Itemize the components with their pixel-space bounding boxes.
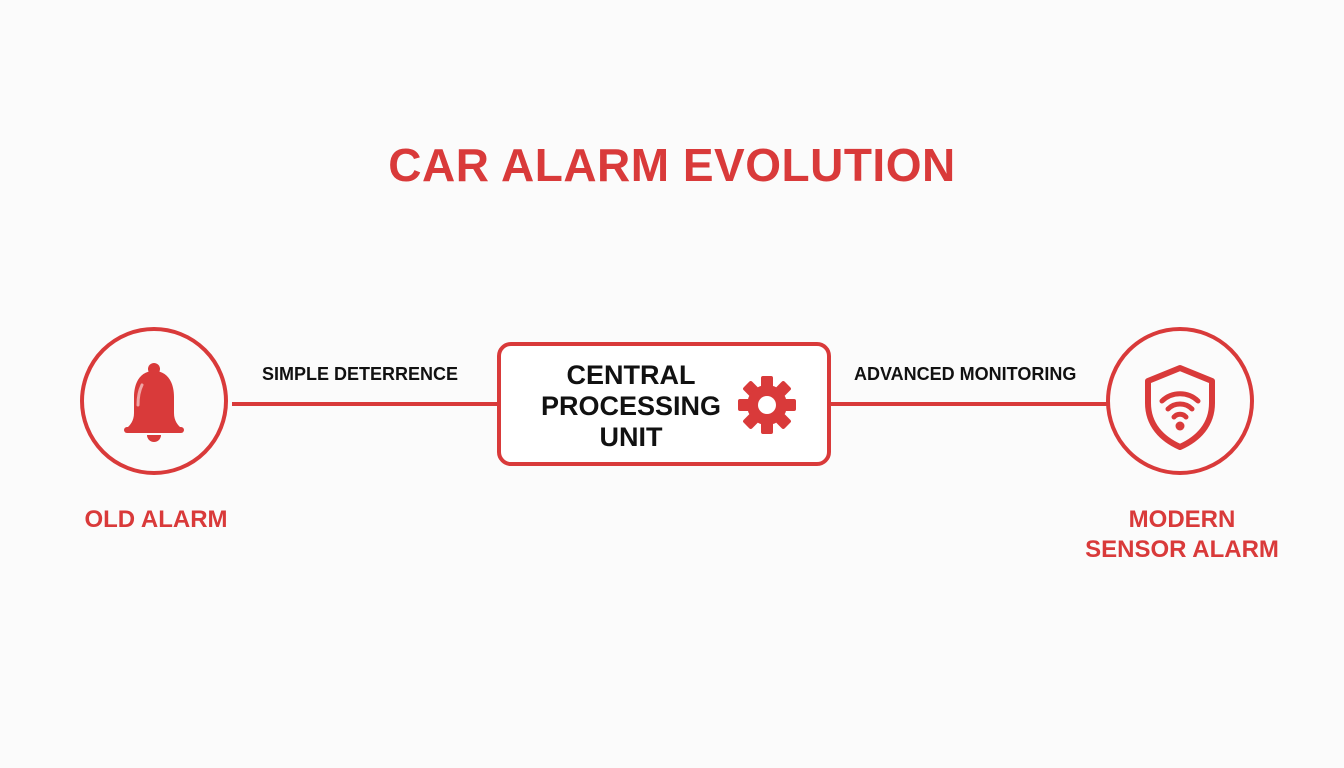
- shield-wifi-icon: [1145, 365, 1215, 450]
- connector-left: [232, 402, 500, 406]
- center-label-line-3: UNIT: [599, 422, 663, 452]
- advanced-monitoring-label: ADVANCED MONITORING: [854, 364, 1077, 384]
- center-label-line-2: PROCESSING: [540, 391, 722, 421]
- central-processing-unit-label: CENTRAL PROCESSING UNIT: [531, 360, 731, 453]
- old-alarm-label: OLD ALARM: [84, 506, 228, 533]
- connector-right: [828, 402, 1110, 406]
- bell-icon: [124, 363, 184, 442]
- center-label-line-1: CENTRAL: [566, 360, 696, 390]
- modern-sensor-alarm-label: MODERN SENSOR ALARM: [1070, 505, 1294, 565]
- modern-sensor-alarm-line-1: MODERN: [1128, 506, 1236, 533]
- simple-deterrence-label: SIMPLE DETERRENCE: [262, 364, 459, 384]
- old-alarm-node: [80, 327, 228, 475]
- modern-sensor-alarm-node: [1106, 327, 1254, 475]
- central-processing-unit-node: CENTRAL PROCESSING UNIT: [497, 342, 831, 466]
- gear-icon: [738, 376, 796, 434]
- modern-sensor-alarm-line-2: SENSOR ALARM: [1085, 536, 1279, 563]
- diagram-title: CAR ALARM EVOLUTION: [388, 139, 956, 191]
